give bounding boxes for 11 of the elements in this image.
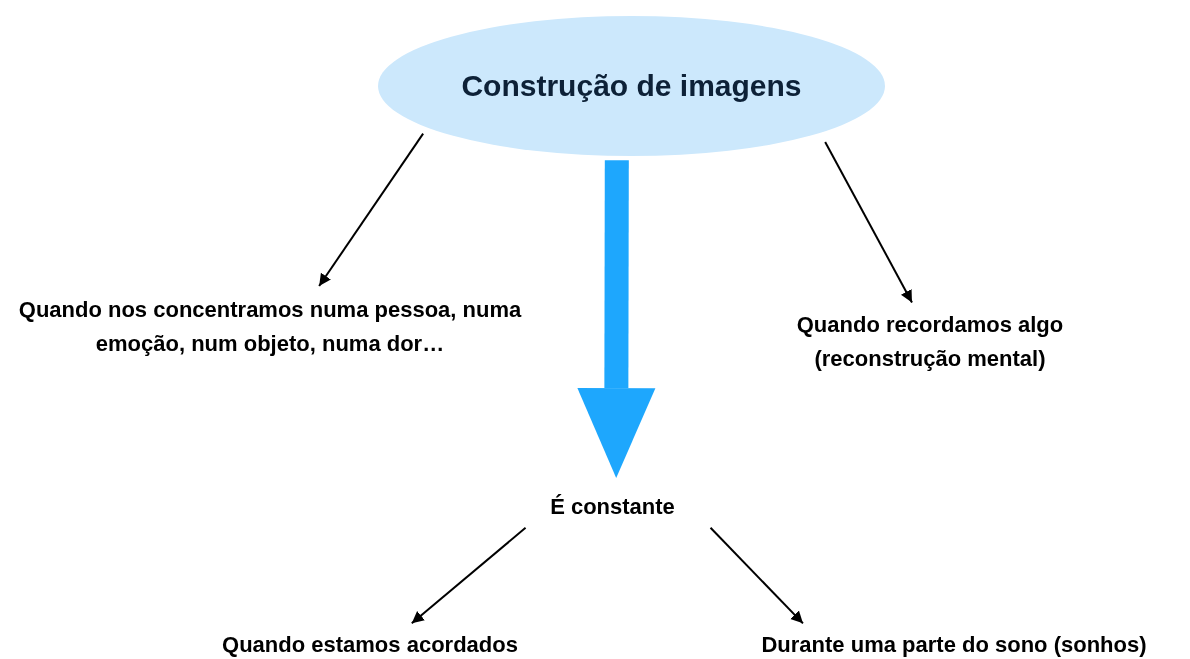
- arrow: [410, 526, 527, 625]
- node-text: Durante uma parte do sono (sonhos): [761, 631, 1147, 659]
- arrow: [824, 141, 913, 304]
- arrow: [709, 526, 804, 625]
- node-text: Quando estamos acordados: [222, 631, 518, 659]
- arrow: [318, 132, 425, 287]
- arrow: [577, 160, 656, 479]
- node-text: Quando nos concentramos numa pessoa, numa emoção, num objeto, numa dor…: [17, 296, 523, 358]
- node-text: Quando recordamos algo (reconstrução mental): [795, 311, 1065, 373]
- node-title: Construção de imagens: [461, 69, 802, 103]
- node-text: É constante: [550, 493, 675, 521]
